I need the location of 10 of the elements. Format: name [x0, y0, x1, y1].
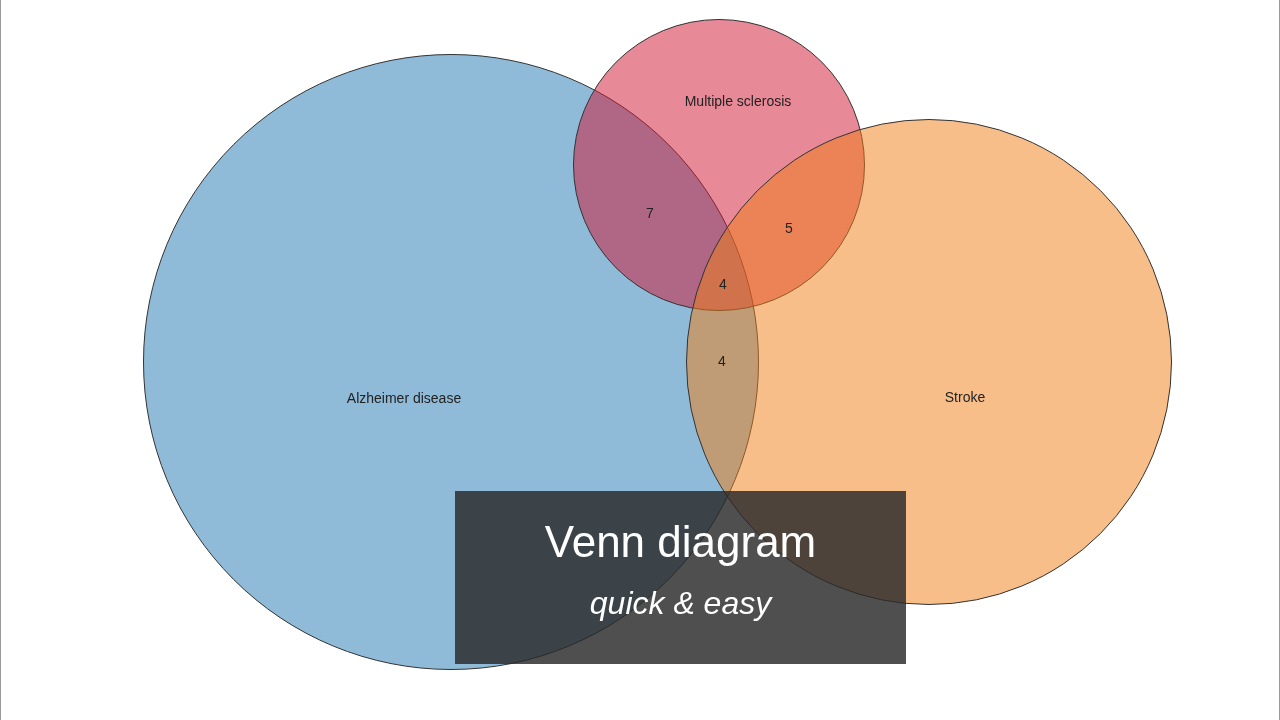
- region-count: 4: [718, 353, 726, 369]
- set-label: Multiple sclerosis: [684, 93, 792, 109]
- overlay-subtitle: quick & easy: [588, 585, 774, 622]
- title-overlay-panel: [455, 491, 906, 664]
- region-count: 7: [646, 205, 654, 221]
- set-label: Stroke: [944, 389, 986, 405]
- overlay-title: Venn diagram: [543, 517, 818, 567]
- region-count: 5: [785, 220, 793, 236]
- region-count: 4: [719, 276, 727, 292]
- set-label: Alzheimer disease: [346, 390, 462, 406]
